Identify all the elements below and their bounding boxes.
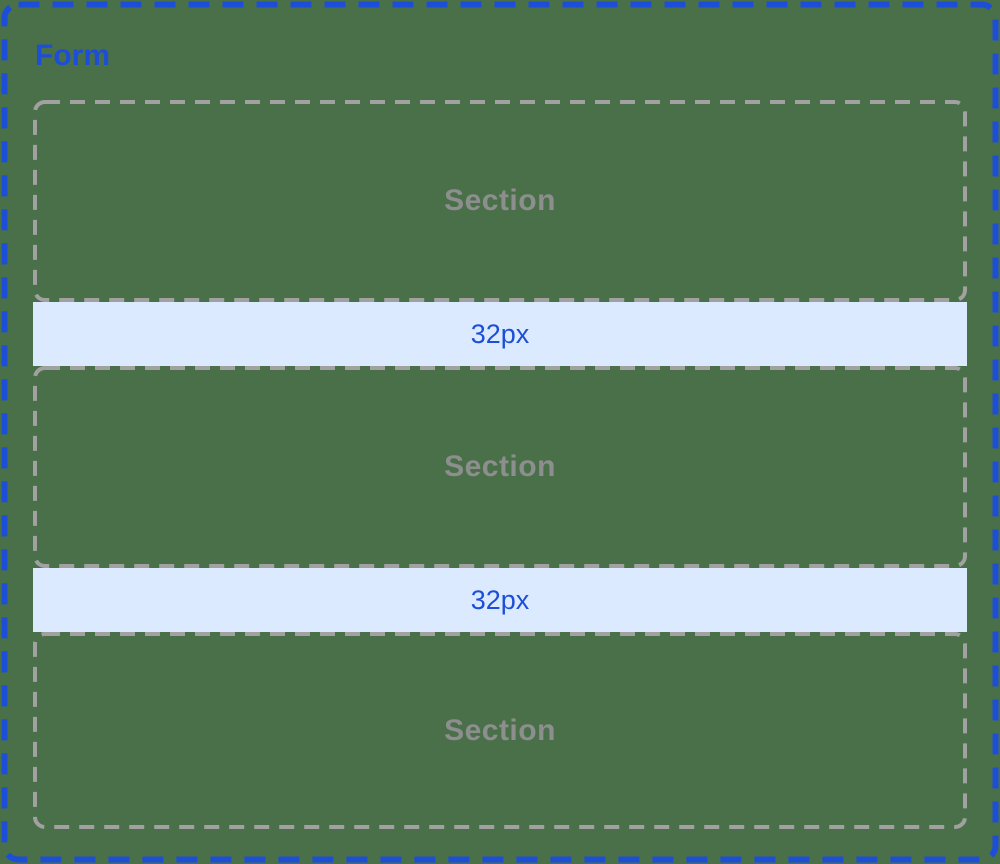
- section-label-1: Section: [444, 184, 556, 217]
- section-label-3: Section: [444, 714, 556, 747]
- form-title-label: Form: [35, 39, 110, 72]
- section-label-2: Section: [444, 450, 556, 483]
- spacer-size-label-2: 32px: [470, 585, 530, 615]
- spacer-size-label-1: 32px: [470, 319, 530, 349]
